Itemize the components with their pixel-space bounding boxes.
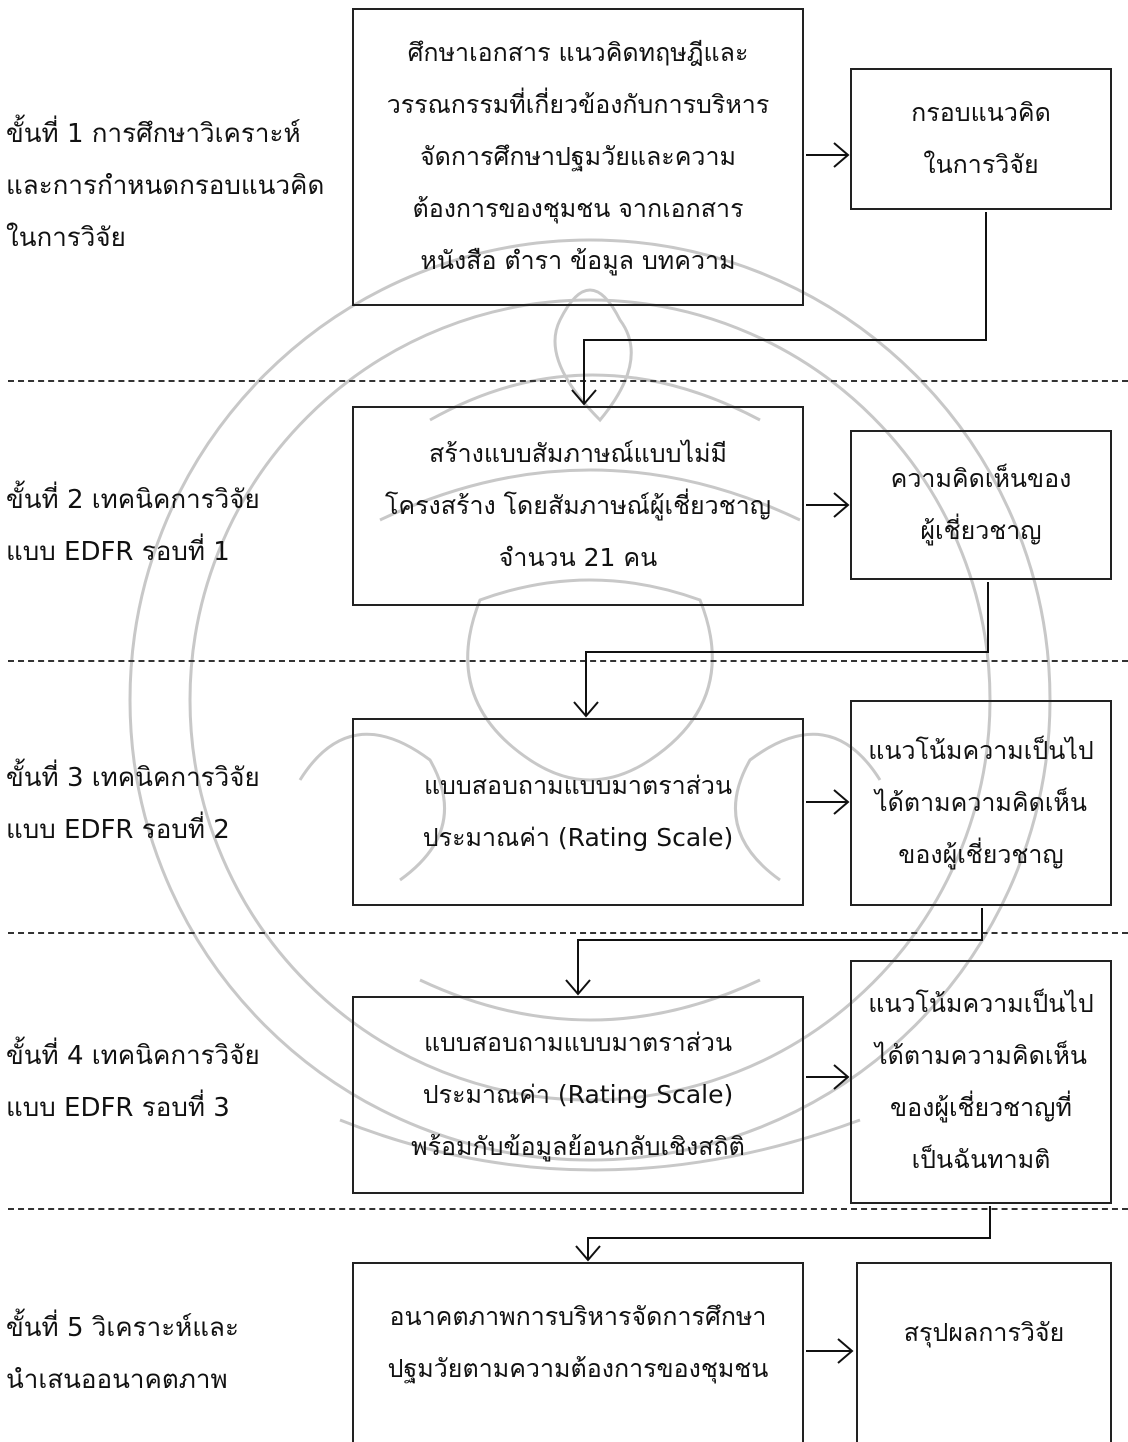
step-4-main-box: แบบสอบถามแบบมาตราส่วน ประมาณค่า (Rating …	[352, 996, 804, 1194]
arrow-step-1-to-output	[806, 142, 850, 168]
arrow-step-2-to-output	[806, 492, 850, 518]
connector-4-to-5	[575, 1206, 991, 1262]
step-3-main-text: แบบสอบถามแบบมาตราส่วน ประมาณค่า (Rating …	[422, 771, 734, 852]
arrow-step-4-to-output	[806, 1064, 850, 1090]
step-5-main-box: อนาคตภาพการบริหารจัดการศึกษา ปฐมวัยตามคว…	[352, 1262, 804, 1442]
stage-divider	[8, 380, 1128, 382]
step-3-main-box: แบบสอบถามแบบมาตราส่วน ประมาณค่า (Rating …	[352, 718, 804, 906]
step-2-output-text: ความคิดเห็นของ ผู้เชี่ยวชาญ	[890, 464, 1072, 545]
step-1-output-box: กรอบแนวคิด ในการวิจัย	[850, 68, 1112, 210]
step-5-main-text: อนาคตภาพการบริหารจัดการศึกษา ปฐมวัยตามคว…	[387, 1302, 769, 1383]
step-1-label: ขั้นที่ 1 การศึกษาวิเคราะห์ และการกำหนดก…	[6, 119, 325, 253]
connector-1-to-2	[571, 212, 987, 406]
step-5-output-box: สรุปผลการวิจัย	[856, 1262, 1112, 1442]
connector-2-to-3	[573, 582, 989, 718]
step-1-output-text: กรอบแนวคิด ในการวิจัย	[911, 98, 1051, 179]
step-2-label: ขั้นที่ 2 เทคนิคการวิจัย แบบ EDFR รอบที่…	[6, 485, 260, 567]
step-3-output-text: แนวโน้มความเป็นไป ได้ตามความคิดเห็น ของผ…	[868, 736, 1094, 869]
step-3-output-box: แนวโน้มความเป็นไป ได้ตามความคิดเห็น ของผ…	[850, 700, 1112, 906]
step-5-output-text: สรุปผลการวิจัย	[903, 1318, 1065, 1347]
step-2-main-box: สร้างแบบสัมภาษณ์แบบไม่มี โครงสร้าง โดยสั…	[352, 406, 804, 606]
arrow-step-3-to-output	[806, 789, 850, 815]
step-5-label: ขั้นที่ 5 วิเคราะห์และ นำเสนออนาคตภาพ	[6, 1313, 239, 1395]
step-2-main-text: สร้างแบบสัมภาษณ์แบบไม่มี โครงสร้าง โดยสั…	[384, 439, 772, 572]
step-4-label: ขั้นที่ 4 เทคนิคการวิจัย แบบ EDFR รอบที่…	[6, 1041, 260, 1123]
step-3-label: ขั้นที่ 3 เทคนิคการวิจัย แบบ EDFR รอบที่…	[6, 763, 260, 845]
stage-divider	[8, 1208, 1128, 1210]
stage-divider	[8, 932, 1128, 934]
arrow-step-5-to-output	[806, 1338, 854, 1364]
step-1-main-box: ศึกษาเอกสาร แนวคิดทฤษฎีและ วรรณกรรมที่เก…	[352, 8, 804, 306]
connector-3-to-4	[565, 908, 983, 996]
stage-divider	[8, 660, 1128, 662]
step-4-output-box: แนวโน้มความเป็นไป ได้ตามความคิดเห็น ของผ…	[850, 960, 1112, 1204]
step-1-main-text: ศึกษาเอกสาร แนวคิดทฤษฎีและ วรรณกรรมที่เก…	[386, 38, 770, 275]
step-4-main-text: แบบสอบถามแบบมาตราส่วน ประมาณค่า (Rating …	[411, 1028, 745, 1161]
step-4-output-text: แนวโน้มความเป็นไป ได้ตามความคิดเห็น ของผ…	[868, 989, 1094, 1174]
step-2-output-box: ความคิดเห็นของ ผู้เชี่ยวชาญ	[850, 430, 1112, 580]
